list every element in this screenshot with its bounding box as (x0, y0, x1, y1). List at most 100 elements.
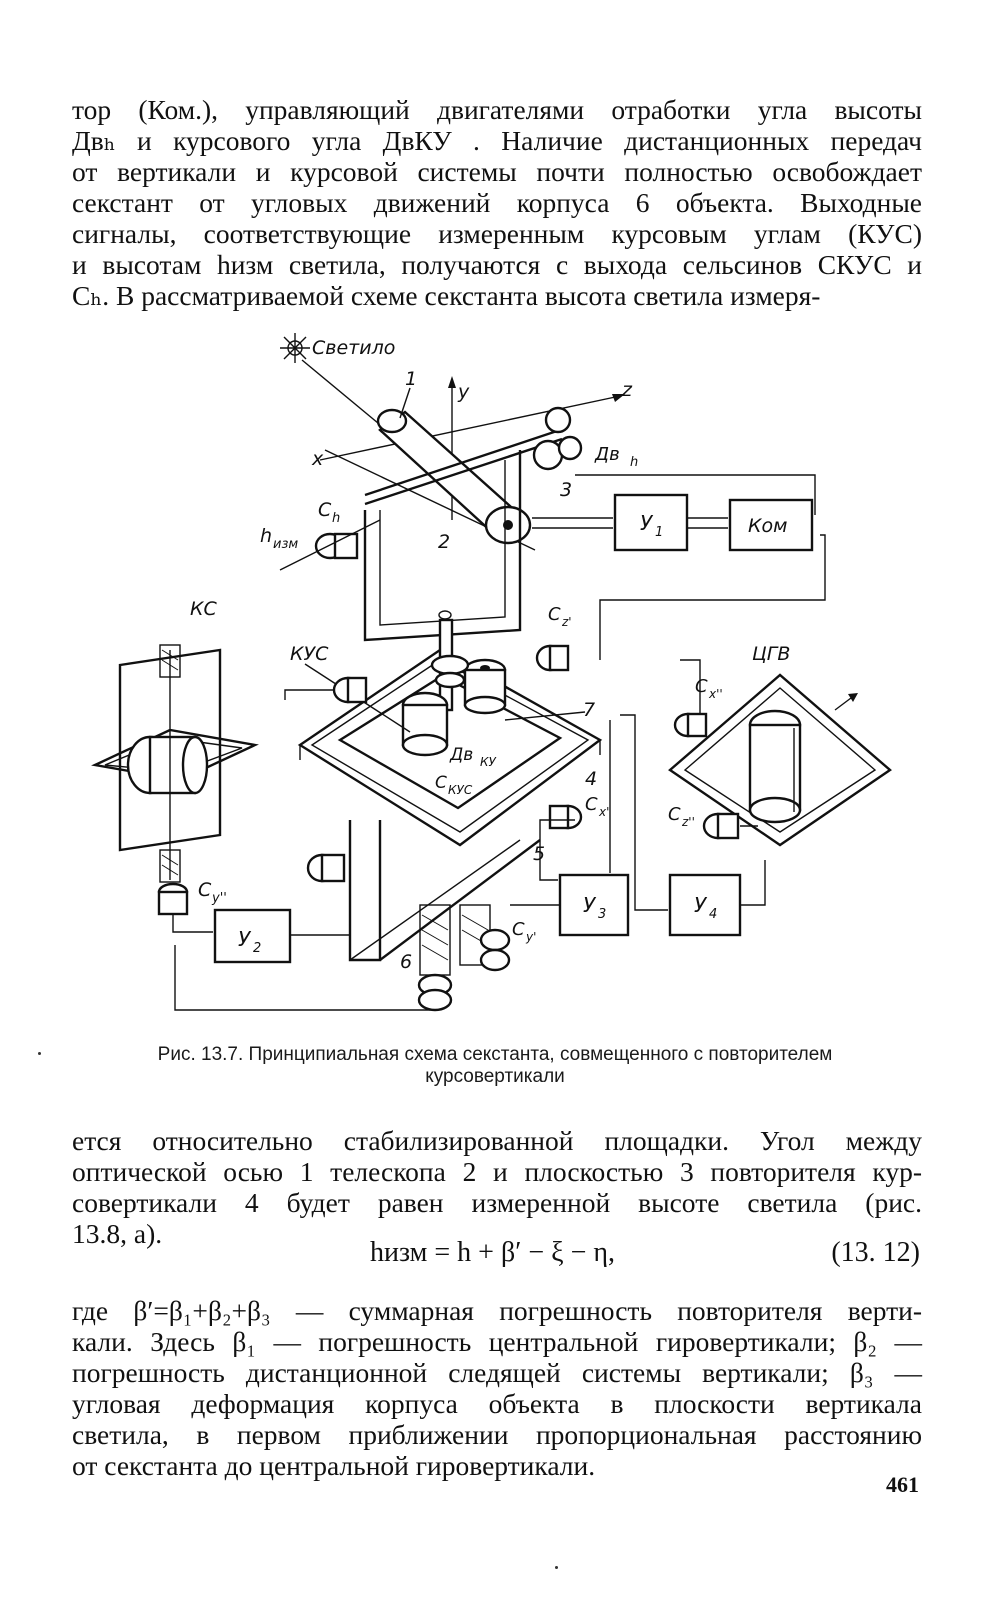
sync-cz1 (535, 644, 570, 672)
block-kom (728, 498, 814, 552)
star-symbol (280, 333, 310, 363)
text-line: сигналы, соответствующие измеренным курс… (72, 218, 922, 249)
label-z: z (621, 379, 633, 401)
text-line: совертикали 4 будет равен измеренной выс… (72, 1187, 922, 1218)
frame-5 (348, 820, 382, 962)
svg-text:У: У (238, 927, 252, 951)
label-4: 4 (585, 768, 597, 790)
sync-cx2 (673, 712, 708, 738)
sync-c-kus (401, 691, 449, 757)
text-line: кали. Здесь β₁ — погрешность центральной… (72, 1326, 922, 1357)
text-line: ется относительно стабилизированной площ… (72, 1125, 922, 1156)
caption-line: Рис. 13.7. Принципиальная схема секстант… (157, 1044, 833, 1065)
equation-number: (13. 12) (831, 1237, 920, 1268)
text-line: секстант от угловых движений корпуса 6 о… (72, 187, 922, 218)
text-line: светила, в первом приближении пропорцион… (72, 1419, 922, 1450)
svg-text:3: 3 (598, 907, 606, 922)
text-line: оптической осью 1 телескопа 2 и плоскост… (72, 1156, 922, 1187)
equation-body: hизм = h + β′ − ξ − η, (370, 1237, 616, 1268)
svg-text:Ком: Ком (748, 515, 787, 537)
text-line: Двₕ и курсового угла ДвКУ . Наличие дист… (72, 125, 922, 156)
axis-y-arrow (448, 376, 456, 388)
block-u3 (558, 873, 630, 937)
motor-dv-h (532, 406, 583, 471)
label-tsgv: ЦГВ (752, 643, 790, 665)
svg-text:У: У (583, 893, 597, 917)
scan-speck (38, 1052, 41, 1055)
label-5: 5 (533, 843, 545, 865)
svg-text:x': x' (598, 805, 609, 819)
label-c-h: C (318, 499, 332, 521)
label-dv-ku: Дв (449, 745, 473, 765)
svg-text:y': y' (525, 930, 536, 944)
sync-cz2 (702, 812, 740, 840)
base-bearings (417, 904, 511, 1012)
text-line: угловая деформация корпуса объекта в пло… (72, 1388, 922, 1419)
label-ks: КС (190, 598, 217, 620)
svg-text:У: У (694, 893, 708, 917)
label-cz1: C (548, 604, 561, 625)
svg-text:z': z' (561, 615, 572, 629)
sync-cy2 (157, 882, 189, 916)
label-cx1: C (585, 794, 598, 815)
label-dv-h: Дв (594, 444, 620, 465)
sync-platform-left (332, 676, 368, 704)
label-2: 2 (438, 531, 450, 553)
svg-text:h: h (630, 455, 638, 470)
label-cy1: C (512, 919, 525, 940)
svg-text:2: 2 (253, 941, 261, 956)
axis-z-arrow (612, 394, 625, 402)
label-cy2: C (198, 879, 212, 901)
svg-text:У: У (640, 511, 654, 535)
label-kus: КУС (290, 643, 329, 665)
sync-cx1 (548, 804, 583, 830)
sextant-schematic-figure: Светило y z x 1 2 (80, 320, 940, 1030)
label-c-kus: C (435, 773, 447, 793)
top-paragraph: тор (Ком.), управляющий двигателями отра… (72, 94, 922, 311)
elevation-shaft (364, 428, 561, 497)
svg-text:4: 4 (709, 907, 717, 922)
caption-line: курсовертикали (425, 1066, 565, 1087)
scan-speck (555, 1566, 558, 1569)
text-line: где β′=β₁+β₂+β₃ — суммарная погрешность … (72, 1295, 922, 1326)
text-line: 13.8, а). (72, 1218, 163, 1249)
svg-text:КУС: КУС (448, 783, 473, 797)
schematic-drawing: Светило y z x 1 2 (91, 333, 892, 1012)
label-y: y (457, 381, 470, 403)
telescope (376, 408, 532, 545)
svg-text:z'': z'' (681, 815, 695, 829)
figure-caption: Рис. 13.7. Принципиальная схема секстант… (80, 1044, 910, 1088)
label-svetilo: Светило (312, 337, 395, 359)
text-line: погрешность дистанционной следящей систе… (72, 1357, 922, 1388)
label-h-izm: h (260, 525, 272, 547)
label-cx2: C (695, 676, 708, 697)
course-system-ks (91, 644, 259, 883)
text-line: от вертикали и курсовой системы почти по… (72, 156, 922, 187)
block-u2 (213, 908, 292, 964)
sync-c-h (314, 532, 359, 560)
bottom-paragraph: ется относительно стабилизированной площ… (72, 1125, 922, 1249)
block-u1 (613, 493, 689, 552)
label-cz2: C (668, 804, 681, 825)
motor-dv-ku (463, 658, 507, 715)
page-number: 461 (886, 1472, 919, 1497)
svg-text:y'': y'' (211, 891, 227, 906)
sync-frame5-left (306, 853, 346, 883)
svg-text:h: h (332, 511, 340, 526)
label-1: 1 (405, 368, 417, 390)
axis-z (319, 395, 621, 461)
gear-pair (430, 654, 470, 689)
svg-text:x'': x'' (708, 687, 723, 701)
svg-text:1: 1 (655, 525, 663, 540)
text-line: от секстанта до центральной гировертикал… (72, 1450, 596, 1481)
text-line: и высотам hизм светила, получаются с вых… (72, 249, 922, 280)
tail-paragraph: где β′=β₁+β₂+β₃ — суммарная погрешность … (72, 1295, 922, 1481)
label-x: x (311, 448, 324, 470)
label-3: 3 (560, 479, 572, 501)
svg-text:изм: изм (273, 537, 298, 552)
label-6: 6 (400, 951, 412, 973)
text-line: тор (Ком.), управляющий двигателями отра… (72, 94, 922, 125)
text-line: Сₕ. В рассматриваемой схеме секстанта вы… (72, 280, 821, 311)
svg-text:КУ: КУ (480, 755, 497, 769)
